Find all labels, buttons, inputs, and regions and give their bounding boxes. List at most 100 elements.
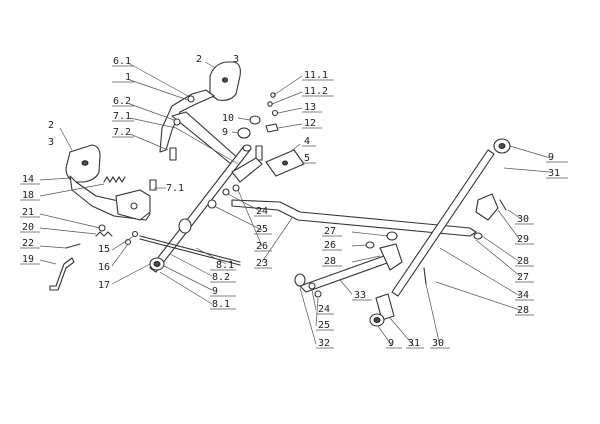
- fitting-24-lower: [308, 282, 316, 290]
- callout-26b: 26: [324, 240, 336, 251]
- leader-33: [339, 279, 353, 295]
- tie-rod-8: [139, 235, 241, 263]
- bolt-11-2: [267, 101, 273, 107]
- shelf-lower-right: [316, 235, 450, 349]
- pin-30: [499, 199, 507, 211]
- leader-25b: [315, 297, 319, 327]
- callout-30a: 30: [517, 214, 529, 225]
- shelf-center-lower: [210, 269, 236, 310]
- callout-23: 23: [256, 258, 268, 269]
- bracket-assembly: [231, 92, 305, 183]
- leader-10: [237, 117, 251, 121]
- upper-pedal-arm: [159, 89, 215, 153]
- leader-23: [261, 217, 293, 263]
- callout-28b: 28: [324, 256, 336, 267]
- callout-27a: 27: [517, 272, 529, 283]
- callout-11-1: 11.1: [304, 70, 328, 81]
- left-pedal-pad-hole: [81, 160, 89, 166]
- callout-24b: 24: [318, 304, 330, 315]
- leader-30a: [507, 209, 521, 219]
- leader-31a: [503, 167, 551, 173]
- leader-81a: [195, 247, 227, 265]
- bushing-9-inner: [153, 261, 161, 267]
- nut-15: [131, 230, 139, 238]
- leader-24b: [311, 289, 317, 311]
- right-shaft-assembly: [391, 138, 511, 297]
- callout-24a: 24: [256, 206, 268, 217]
- washer-27: [386, 231, 398, 241]
- callout-7-1: 7.1: [113, 111, 131, 122]
- leader-27a: [475, 239, 521, 277]
- callout-9d: 9: [388, 338, 394, 349]
- callout-32: 32: [318, 338, 330, 349]
- leader-19: [39, 259, 57, 265]
- bushing-9-lower-inner: [373, 317, 381, 323]
- bolt-7-2: [169, 147, 177, 161]
- callout-4: 4: [304, 136, 310, 147]
- upper-pedal-pad-hole: [221, 77, 229, 83]
- shaft-sleeve: [178, 218, 192, 234]
- callout-shelves: [20, 65, 568, 349]
- pin-22: [65, 243, 81, 249]
- leader-61: [129, 63, 189, 97]
- leader-82: [169, 253, 213, 277]
- callout-9b: 9: [212, 286, 218, 297]
- pin-30-lower: [423, 267, 427, 285]
- fitting-25: [207, 199, 217, 209]
- callout-7-2: 7.2: [113, 127, 131, 138]
- leader-111: [273, 75, 303, 96]
- callout-16: 16: [98, 262, 110, 273]
- callout-18: 18: [22, 190, 34, 201]
- washer-26: [365, 241, 375, 249]
- leader-2b: [59, 127, 73, 151]
- shelf-upper-left: [112, 65, 134, 138]
- shelf-left-column: [20, 183, 40, 265]
- callout-3b: 3: [48, 137, 54, 148]
- bracket-arm: [231, 157, 263, 183]
- bolt-11-1: [270, 92, 276, 98]
- shaft-end-cap: [242, 144, 252, 152]
- leader-62: [129, 103, 175, 121]
- leader-1: [129, 79, 189, 101]
- leader-28a: [481, 235, 521, 263]
- leader-28b: [351, 255, 381, 263]
- leader-9d: [377, 325, 393, 347]
- leader-31b: [389, 317, 415, 347]
- bracket-hole: [130, 202, 138, 210]
- callout-28a: 28: [517, 256, 529, 267]
- return-spring: [103, 175, 126, 184]
- callout-22: 22: [22, 238, 34, 249]
- callout-19: 19: [22, 254, 34, 265]
- callout-1: 1: [125, 72, 131, 83]
- callout-8-2: 8.2: [212, 272, 230, 283]
- bushing-9-right-inner: [498, 143, 506, 149]
- callout-20: 20: [22, 222, 34, 233]
- callout-26a: 26: [256, 241, 268, 252]
- callout-3a: 3: [233, 54, 239, 65]
- fitting-32: [294, 273, 306, 287]
- leader-lines: [39, 61, 551, 347]
- callout-2a: 2: [196, 54, 202, 65]
- callout-29: 29: [517, 234, 529, 245]
- leader-14: [39, 177, 71, 181]
- fitting-25-lower: [314, 290, 322, 298]
- leader-15: [111, 235, 135, 251]
- callout-31a: 31: [548, 168, 560, 179]
- callout-25b: 25: [318, 320, 330, 331]
- leader-72: [129, 133, 169, 151]
- nut-6-2: [173, 118, 181, 126]
- washer-28: [473, 232, 483, 240]
- shelf-right: [515, 161, 568, 316]
- lever-29: [475, 193, 499, 221]
- sleeve-31: [375, 293, 395, 321]
- fitting-26: [232, 184, 240, 192]
- bolt-7-1: [149, 179, 157, 191]
- callout-25a: 25: [256, 224, 268, 235]
- nut-6-1: [187, 95, 195, 103]
- callout-11-2: 11.2: [304, 86, 328, 97]
- leader-20: [39, 227, 97, 235]
- lower-linkage-assembly: [294, 231, 403, 327]
- callout-17: 17: [98, 280, 110, 291]
- leader-112: [271, 91, 303, 105]
